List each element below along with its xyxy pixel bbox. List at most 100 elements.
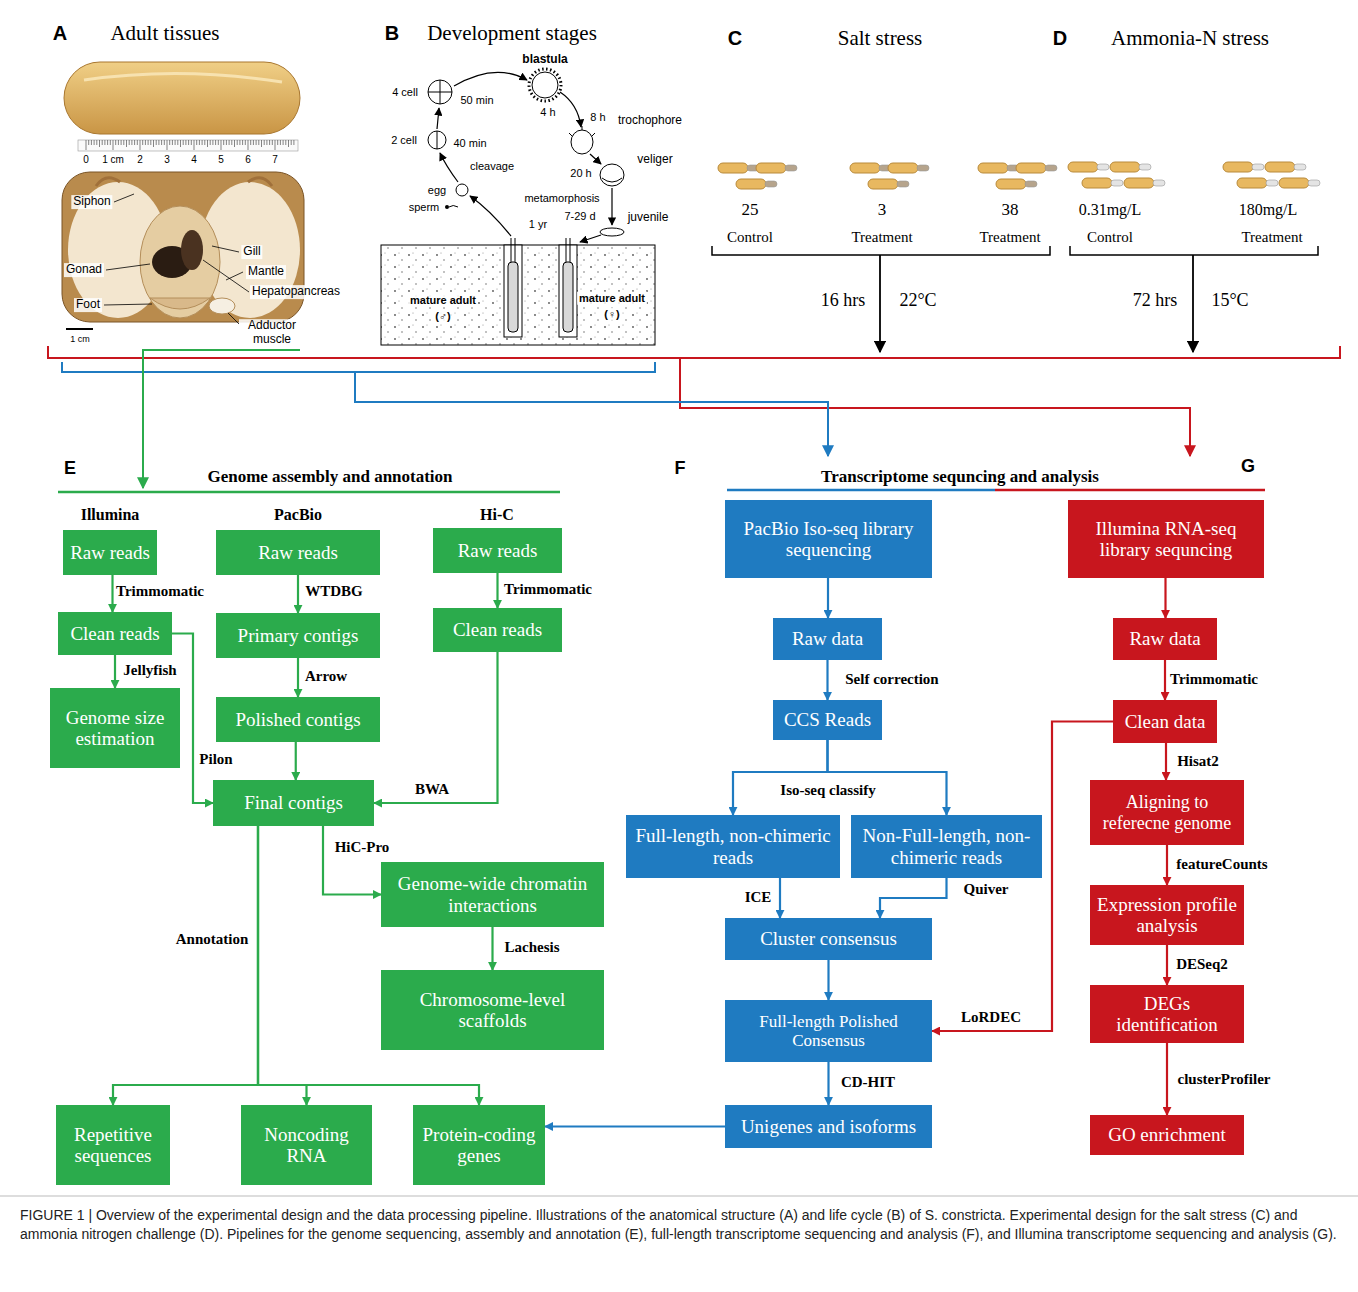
flow-arrow xyxy=(779,878,781,918)
box-label: Polished contigs xyxy=(222,709,374,730)
figure-label: veliger xyxy=(637,153,672,167)
figure-label: 72 hrs xyxy=(1133,290,1178,311)
process-box: Raw reads xyxy=(63,530,157,575)
figure-label: sperm xyxy=(409,201,440,214)
process-box: Repetitive sequences xyxy=(56,1105,170,1185)
ruler-tick xyxy=(86,140,87,150)
ruler-tick xyxy=(140,140,141,150)
figure-label: 3 xyxy=(164,154,170,166)
process-box: Polished contigs xyxy=(216,697,380,742)
ruler-tick xyxy=(261,140,262,147)
figure-label: 8 h xyxy=(590,111,605,124)
ruler-tick xyxy=(107,140,108,145)
ruler-tick xyxy=(256,140,257,145)
flow-arrow xyxy=(827,1062,829,1105)
razor-clam xyxy=(718,163,759,173)
ruler-tick xyxy=(250,140,251,145)
figure-label: B xyxy=(385,22,399,45)
ruler-tick xyxy=(167,140,168,150)
tool-label: HiC-Pro xyxy=(333,839,392,856)
process-box: Genome size estimation xyxy=(50,688,180,768)
figure-label: 2 cell xyxy=(391,134,417,147)
ruler-tick xyxy=(204,140,205,145)
ruler-tick xyxy=(218,140,219,145)
ruler-tick xyxy=(129,140,130,145)
ruler-tick xyxy=(264,140,265,145)
box-label: Raw reads xyxy=(69,542,151,563)
process-box: CCS Reads xyxy=(773,700,882,740)
tool-label: featureCounts xyxy=(1174,856,1269,873)
figure-label: Treatment xyxy=(851,229,912,246)
flow-arrow xyxy=(1166,1043,1168,1115)
process-box: DEGs identification xyxy=(1090,985,1244,1043)
process-box: Clean reads xyxy=(58,612,172,655)
ruler-tick xyxy=(148,140,149,145)
ruler-tick xyxy=(169,140,170,145)
process-box: Noncoding RNA xyxy=(241,1105,372,1185)
process-box: Illumina RNA-seq library sequncing xyxy=(1068,500,1264,578)
process-box: Raw reads xyxy=(216,530,380,575)
ruler-tick xyxy=(258,140,259,145)
ruler-tick xyxy=(239,140,240,145)
ruler-tick xyxy=(137,140,138,145)
process-box: Raw data xyxy=(773,618,882,660)
flow-arrow xyxy=(297,575,299,613)
ruler-tick xyxy=(226,140,227,145)
figure-label: Development stages xyxy=(427,21,597,45)
razor-clam xyxy=(1265,162,1306,172)
box-label: Illumina RNA-seq library sequncing xyxy=(1074,518,1258,561)
figure-label: F xyxy=(675,458,686,479)
ruler-tick xyxy=(285,140,286,145)
figure-label: A xyxy=(53,22,67,45)
figure-caption: FIGURE 1 | Overview of the experimental … xyxy=(20,1206,1338,1245)
flow-arrow xyxy=(733,740,828,815)
ruler-tick xyxy=(191,140,192,145)
figure-label: PacBio xyxy=(274,506,322,524)
box-label: Aligning to referecne genome xyxy=(1096,792,1238,832)
figure-label: Transcriptome sequncing and analysis xyxy=(821,467,1099,487)
ruler-tick xyxy=(293,140,294,145)
ruler-tick xyxy=(237,140,238,145)
ruler-tick xyxy=(164,140,165,145)
ruler-tick xyxy=(277,140,278,145)
ruler-tick xyxy=(113,140,114,150)
flow-arrow xyxy=(826,660,828,700)
flow-arrow xyxy=(1164,660,1166,700)
ruler-tick xyxy=(266,140,267,145)
ruler-tick xyxy=(231,140,232,145)
flow-arrow xyxy=(295,742,297,780)
ruler-tick xyxy=(156,140,157,145)
figure-label: 4 h xyxy=(540,106,555,119)
ruler-tick xyxy=(202,140,203,145)
razor-clam xyxy=(978,163,1019,173)
process-box: Unigenes and isoforms xyxy=(725,1105,932,1148)
box-label: Non-Full-length, non-chimeric reads xyxy=(857,825,1036,868)
figure-label: 1 cm xyxy=(102,154,124,166)
figure-label: Gonad xyxy=(64,263,104,277)
razor-clam xyxy=(756,163,797,173)
figure-label: Treatment xyxy=(979,229,1040,246)
box-label: CCS Reads xyxy=(779,709,876,730)
ruler-tick xyxy=(242,140,243,145)
box-label: Expression profile analysis xyxy=(1096,894,1238,937)
flow-arrow xyxy=(880,878,947,918)
ruler-tick xyxy=(115,140,116,145)
flow-arrow xyxy=(374,652,498,803)
ruler-tick xyxy=(229,140,230,145)
ruler-tick xyxy=(272,140,273,145)
ruler-tick xyxy=(134,140,135,145)
tool-label: Trimmomatic xyxy=(114,583,206,600)
ruler-tick xyxy=(215,140,216,145)
figure-label: blastula xyxy=(522,53,567,67)
flow-arrow xyxy=(323,826,381,895)
process-box: Aligning to referecne genome xyxy=(1090,780,1244,845)
figure-label: 50 min xyxy=(460,94,493,107)
figure-label: Treatment xyxy=(1241,229,1302,246)
figure-label: 6 xyxy=(245,154,251,166)
figure-label: 180mg/L xyxy=(1239,201,1298,219)
ruler-tick xyxy=(158,140,159,145)
tool-label: Jellyfish xyxy=(121,662,178,679)
figure-label: 5 xyxy=(218,154,224,166)
tool-label: CD-HIT xyxy=(839,1074,897,1091)
figure-label: E xyxy=(64,458,76,479)
